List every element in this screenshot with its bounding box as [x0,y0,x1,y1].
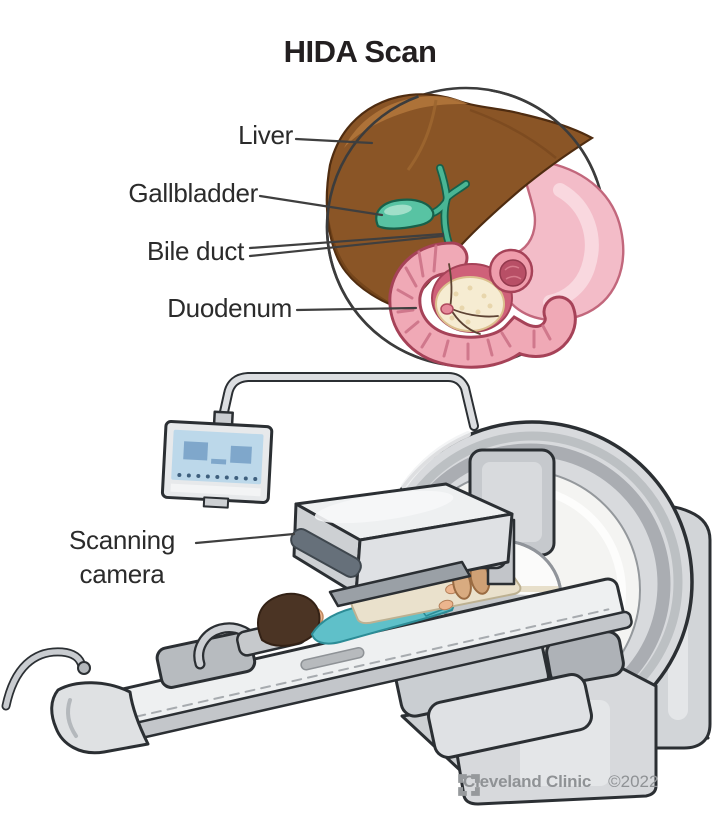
leader-line-scanning-camera [194,532,296,545]
label-gallbladder: Gallbladder [128,178,258,208]
footer-credit: Cleveland Clinic ©2022 [456,772,659,796]
hose [1,647,91,711]
page-title: HIDA Scan [283,34,437,69]
anatomy-circle-arc-right [489,88,598,180]
patient-hand [438,599,454,611]
footer-year: ©2022 [608,772,659,791]
leader-line-duodenum [295,306,418,312]
patient-figure [236,561,522,657]
leader-line-bile-duct [248,234,445,258]
pancreas-texture [449,285,493,325]
scanner-machine [1,372,712,806]
duodenal-bulb-cut [488,248,534,294]
monitor [160,410,274,509]
anatomy-circle-arc-left [325,95,419,359]
patient-hair [257,592,321,647]
duodenum-shape [388,241,577,369]
scanning-camera [290,482,516,608]
label-duodenum: Duodenum [167,293,292,323]
leader-line-liver [294,137,374,145]
leader-line-gallbladder [258,194,384,217]
cleveland-clinic-logo-icon [458,774,480,796]
leader-lines [194,137,445,545]
leader-line-bile-duct [248,232,445,250]
gallbladder-shape [375,198,435,230]
monitor-buttons [177,473,258,482]
label-liver: Liver [238,120,293,150]
label-scanning-camera: Scanning camera [68,525,176,589]
monitor-arm [215,372,479,435]
footer-brand: Cleveland Clinic [463,772,592,791]
label-bile-duct: Bile duct [146,236,244,266]
duodenal-papilla [440,303,454,315]
liver-shape [325,93,595,310]
camera-bottom-rail [328,560,472,608]
anatomy-inset [325,86,625,369]
